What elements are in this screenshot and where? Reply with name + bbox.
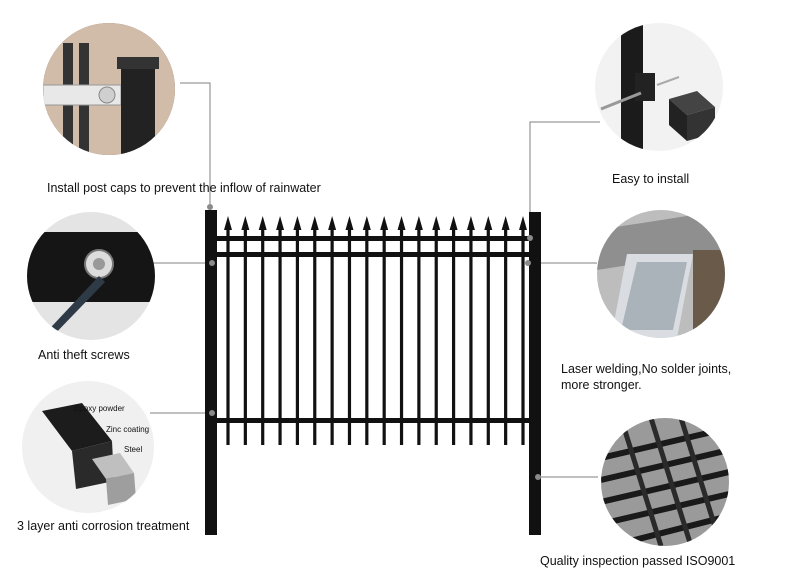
leader-lines (150, 82, 600, 478)
dot-bracket (527, 235, 533, 241)
fence-picket (347, 230, 352, 445)
picket-spear-tip (519, 216, 527, 230)
label-steel: Steel (124, 445, 143, 454)
picket-spear-tip (432, 216, 441, 230)
fence-picket (330, 230, 334, 445)
caption-laser-welding-1: Laser welding,No solder joints, (561, 362, 732, 376)
easy-install-photo (595, 23, 723, 151)
fence-picket (486, 230, 490, 445)
fence-picket (313, 230, 317, 445)
dot-coating (209, 410, 215, 416)
picket-spear-tip (484, 216, 493, 230)
fence-picket (243, 230, 247, 445)
caption-anti-theft: Anti theft screws (38, 348, 130, 362)
picket-spear-tip (362, 216, 371, 230)
fence-picket (295, 230, 300, 445)
picket-spear-tip (241, 216, 250, 230)
picket-spear-tip (293, 216, 302, 230)
fence-rail-bottom (217, 418, 529, 423)
dot-post-cap (207, 204, 213, 210)
fence-picket (417, 230, 421, 445)
picket-spear-tip (224, 216, 232, 230)
caption-quality: Quality inspection passed ISO9001 (540, 554, 736, 568)
fence-picket (365, 230, 369, 445)
picket-spear-tip (466, 216, 475, 230)
dot-quality (535, 474, 541, 480)
picket-spear-tip (258, 216, 267, 230)
leader-easy-install (529, 121, 600, 238)
caption-easy-install: Easy to install (612, 172, 690, 186)
dot-screw-left (209, 260, 215, 266)
caption-anti-corrosion: 3 layer anti corrosion treatment (17, 519, 190, 533)
fence-picket (434, 230, 438, 445)
picket-spear-tip (397, 216, 406, 230)
fence-body (205, 210, 541, 535)
fence-picket (226, 230, 230, 445)
fence-picket (399, 230, 404, 445)
quality-inspection-photo (601, 418, 729, 546)
coating-layers-photo (22, 381, 154, 513)
caption-post-caps: Install post caps to prevent the inflow … (47, 181, 321, 195)
fence-post-right (529, 212, 541, 535)
fence-picket (278, 230, 282, 445)
picket-spear-tip (414, 216, 423, 230)
post-cap-photo (43, 23, 175, 155)
label-epoxy-powder: Epoxy powder (74, 404, 125, 413)
fence-picket (382, 230, 386, 445)
fence-picket (504, 230, 508, 445)
caption-laser-welding-2: more stronger. (561, 378, 642, 392)
dot-weld (525, 260, 531, 266)
picket-spear-tip (380, 216, 389, 230)
fence-picket (521, 230, 525, 445)
picket-spear-tip (310, 216, 319, 230)
fence-picket (261, 230, 265, 445)
picket-spear-tip (345, 216, 354, 230)
label-zinc-coating: Zinc coating (106, 425, 150, 434)
leader-post-caps (180, 82, 211, 205)
fence-rail-upper (217, 252, 529, 257)
picket-spear-tip (449, 216, 458, 230)
fence-post-left (205, 210, 217, 535)
fence-picket (469, 230, 473, 445)
anti-theft-screw-photo (27, 212, 155, 340)
callout-dots (207, 204, 541, 480)
fence-rail-top (217, 236, 529, 241)
fence-picket (451, 230, 456, 445)
picket-spear-tip (328, 216, 337, 230)
picket-spear-tip (501, 216, 510, 230)
laser-welding-photo (597, 210, 725, 338)
picket-spear-tip (276, 216, 285, 230)
